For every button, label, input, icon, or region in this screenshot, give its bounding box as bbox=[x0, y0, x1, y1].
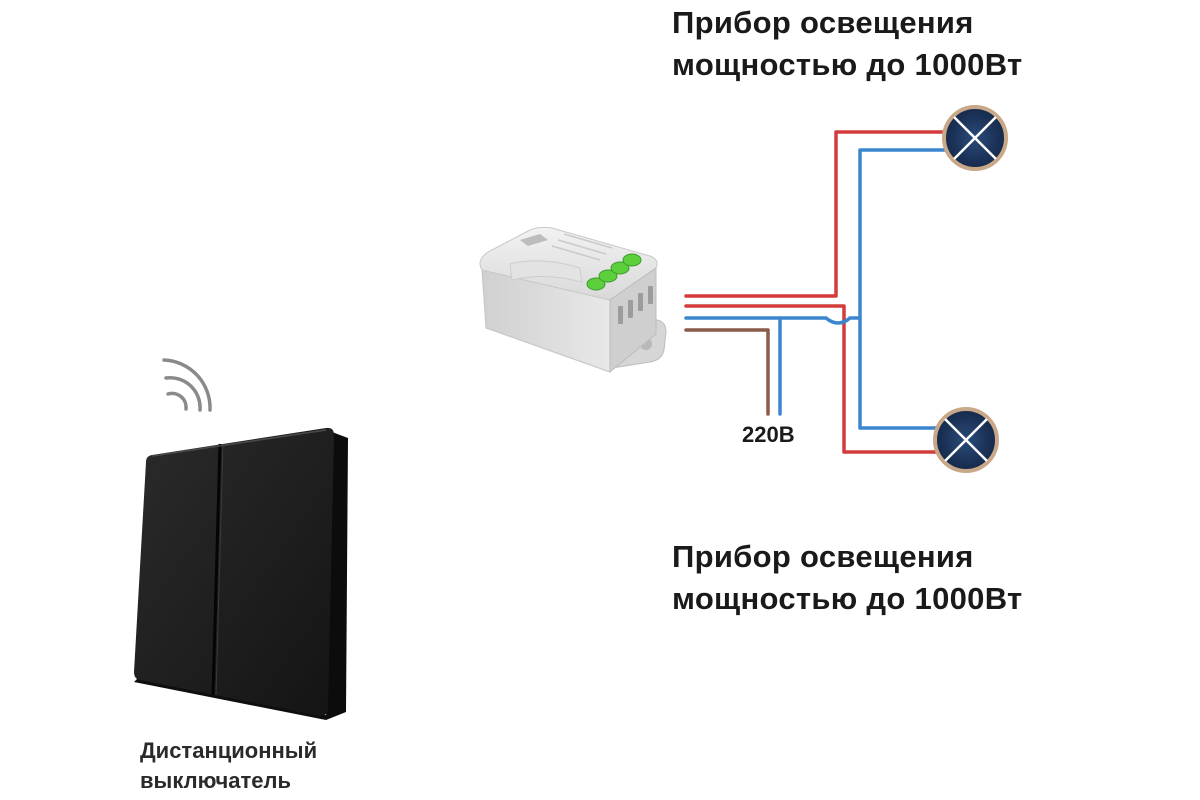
wire-neutral-bottom bbox=[858, 316, 946, 430]
wire-phase-bottom bbox=[684, 304, 952, 454]
remote-switch-caption: Дистанционный выключатель bbox=[140, 736, 317, 796]
lamp-bottom-caption-line2: мощностью до 1000Вт bbox=[672, 581, 1023, 616]
mains-voltage-label: 220В bbox=[742, 422, 795, 447]
lamp-bottom-caption-line1: Прибор освещения bbox=[672, 539, 974, 574]
wireless-signal-icon bbox=[162, 358, 212, 412]
wiring bbox=[684, 130, 952, 454]
lamp-cross-icon bbox=[942, 105, 1008, 171]
lamp-top-caption-line2: мощностью до 1000Вт bbox=[672, 47, 1023, 82]
lamp-cross-icon bbox=[933, 407, 999, 473]
remote-switch-caption-line1: Дистанционный bbox=[140, 738, 318, 763]
relay-terminals bbox=[586, 253, 642, 291]
lamp-top-caption-line1: Прибор освещения bbox=[672, 5, 974, 40]
lamp-top-caption: Прибор освещения мощностью до 1000Вт bbox=[672, 2, 1022, 86]
remote-switch-image bbox=[134, 427, 348, 720]
relay-module-image bbox=[479, 226, 667, 374]
lamp-bottom-caption: Прибор освещения мощностью до 1000Вт bbox=[672, 536, 1022, 620]
wire-mains-phase bbox=[684, 328, 770, 416]
wire-phase-top bbox=[684, 130, 950, 298]
wire-neutral-top bbox=[684, 148, 948, 325]
remote-switch-caption-line2: выключатель bbox=[140, 768, 292, 793]
